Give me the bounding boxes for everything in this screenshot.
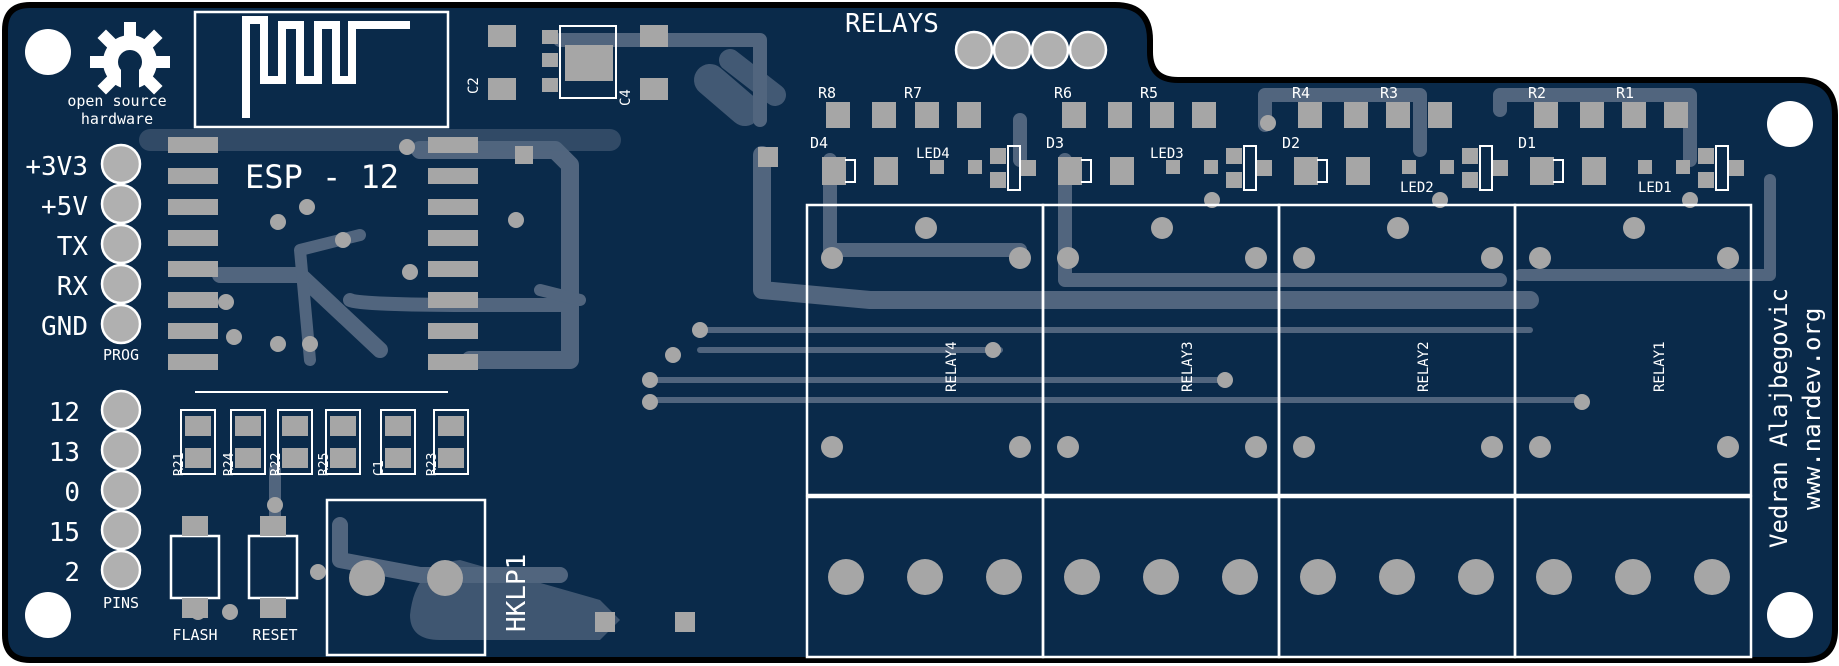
- diode-footprints: [822, 157, 1606, 185]
- label-r24: R24: [222, 452, 237, 476]
- label-r23: R23: [425, 453, 440, 476]
- label-r25: R25: [317, 453, 332, 476]
- oshw-label-line1: open source: [67, 92, 166, 110]
- c4-label: C4: [618, 89, 634, 106]
- label-led2: LED2: [1400, 180, 1434, 196]
- label-r5: R5: [1140, 84, 1158, 102]
- label-r4: R4: [1292, 84, 1310, 102]
- vias: [190, 115, 1698, 620]
- regulator-group: C2 C4: [466, 25, 668, 106]
- label-d2: D2: [1282, 134, 1300, 152]
- led-footprints: [930, 145, 1744, 191]
- website-credit: www.nardev.org: [1798, 308, 1826, 510]
- oshw-gear-icon: [90, 22, 170, 102]
- label-r8: R8: [818, 84, 836, 102]
- label-relay2: RELAY2: [1416, 341, 1432, 392]
- label-r7: R7: [904, 84, 922, 102]
- prog-pin-5v: +5V: [41, 192, 88, 222]
- label-d1: D1: [1518, 134, 1536, 152]
- label-d4: D4: [810, 134, 828, 152]
- reset-label: RESET: [252, 626, 297, 644]
- c2-label: C2: [466, 77, 482, 94]
- label-r1: R1: [1616, 84, 1634, 102]
- esp12-module: ESP - 12: [168, 10, 478, 393]
- pin-0: 0: [64, 478, 80, 508]
- relay-blocks: [805, 203, 1753, 659]
- author-credit: Vedran Alajbegovic: [1765, 288, 1793, 548]
- prog-pin-3v3: +3V3: [25, 152, 88, 182]
- prog-pin-gnd: GND: [41, 312, 88, 342]
- label-r6: R6: [1054, 84, 1072, 102]
- label-led1: LED1: [1638, 180, 1672, 196]
- antenna-trace: [242, 16, 410, 118]
- relays-header: [954, 30, 1108, 70]
- relays-header-label: RELAYS: [845, 9, 939, 39]
- label-relay1: RELAY1: [1652, 341, 1668, 392]
- label-r2: R2: [1528, 84, 1546, 102]
- mounting-holes: [25, 29, 1813, 638]
- prog-header-label: PROG: [103, 346, 139, 364]
- resistor-row: [180, 409, 469, 475]
- prog-pin-tx: TX: [57, 232, 89, 262]
- flash-label: FLASH: [172, 626, 217, 644]
- label-led4: LED4: [916, 146, 950, 162]
- label-d3: D3: [1046, 134, 1064, 152]
- label-c1: C1: [372, 460, 387, 476]
- relay-resistor-pads: [826, 102, 1688, 128]
- prog-header: [100, 143, 142, 345]
- esp12-label: ESP - 12: [245, 158, 399, 196]
- hklp1-terminal: [325, 498, 695, 657]
- pin-12: 12: [49, 398, 80, 428]
- pin-13: 13: [49, 438, 80, 468]
- label-r3: R3: [1380, 84, 1398, 102]
- label-led3: LED3: [1150, 146, 1184, 162]
- reset-button-footprint: [247, 516, 299, 618]
- pin-15: 15: [49, 518, 80, 548]
- label-r22: R22: [269, 453, 284, 476]
- pin-2: 2: [64, 558, 80, 588]
- oshw-label-line2: hardware: [81, 110, 153, 128]
- flash-button-footprint: [169, 516, 221, 618]
- pins-header: [100, 389, 142, 591]
- pins-header-label: PINS: [103, 594, 139, 612]
- hklp1-label: HKLP1: [502, 554, 532, 632]
- label-relay3: RELAY3: [1180, 341, 1196, 392]
- label-r21: R21: [172, 453, 187, 476]
- label-relay4: RELAY4: [944, 341, 960, 392]
- prog-pin-rx: RX: [57, 272, 89, 302]
